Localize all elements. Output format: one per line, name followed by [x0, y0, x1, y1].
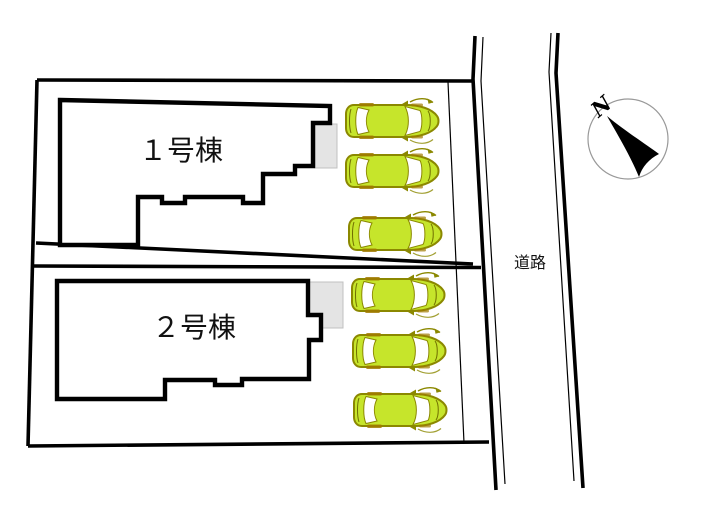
building-2-outline	[54, 278, 324, 402]
lot-left-boundary-line	[26, 79, 39, 447]
building-1-outline	[57, 97, 333, 248]
road-east-gutter-line	[548, 32, 575, 482]
compass-ring	[587, 98, 669, 180]
car-icon	[348, 210, 443, 258]
building-1-porch	[314, 123, 338, 169]
road-west-gutter-line	[480, 36, 506, 485]
road-west-edge-line	[471, 35, 498, 491]
car-icon	[352, 327, 447, 375]
lot2-bottom-boundary-line	[27, 440, 490, 448]
lot1-top-boundary-line	[36, 78, 475, 83]
building-2-label: ２号棟	[152, 311, 236, 344]
lot2-top-boundary-line	[32, 264, 482, 270]
compass-icon: N	[585, 90, 669, 180]
car-icon	[345, 97, 440, 145]
compass-needle-icon	[607, 116, 659, 177]
car-icon	[351, 271, 446, 319]
road-east-edge-line	[554, 32, 585, 489]
building-2-porch	[308, 281, 344, 329]
compass-north-label: N	[585, 90, 617, 123]
road-label: 道路	[514, 253, 546, 272]
road-lines	[471, 32, 585, 491]
car-icon	[353, 386, 448, 434]
setback-line	[447, 81, 465, 444]
car-icon	[345, 147, 440, 195]
building-1-label: １号棟	[139, 134, 223, 167]
